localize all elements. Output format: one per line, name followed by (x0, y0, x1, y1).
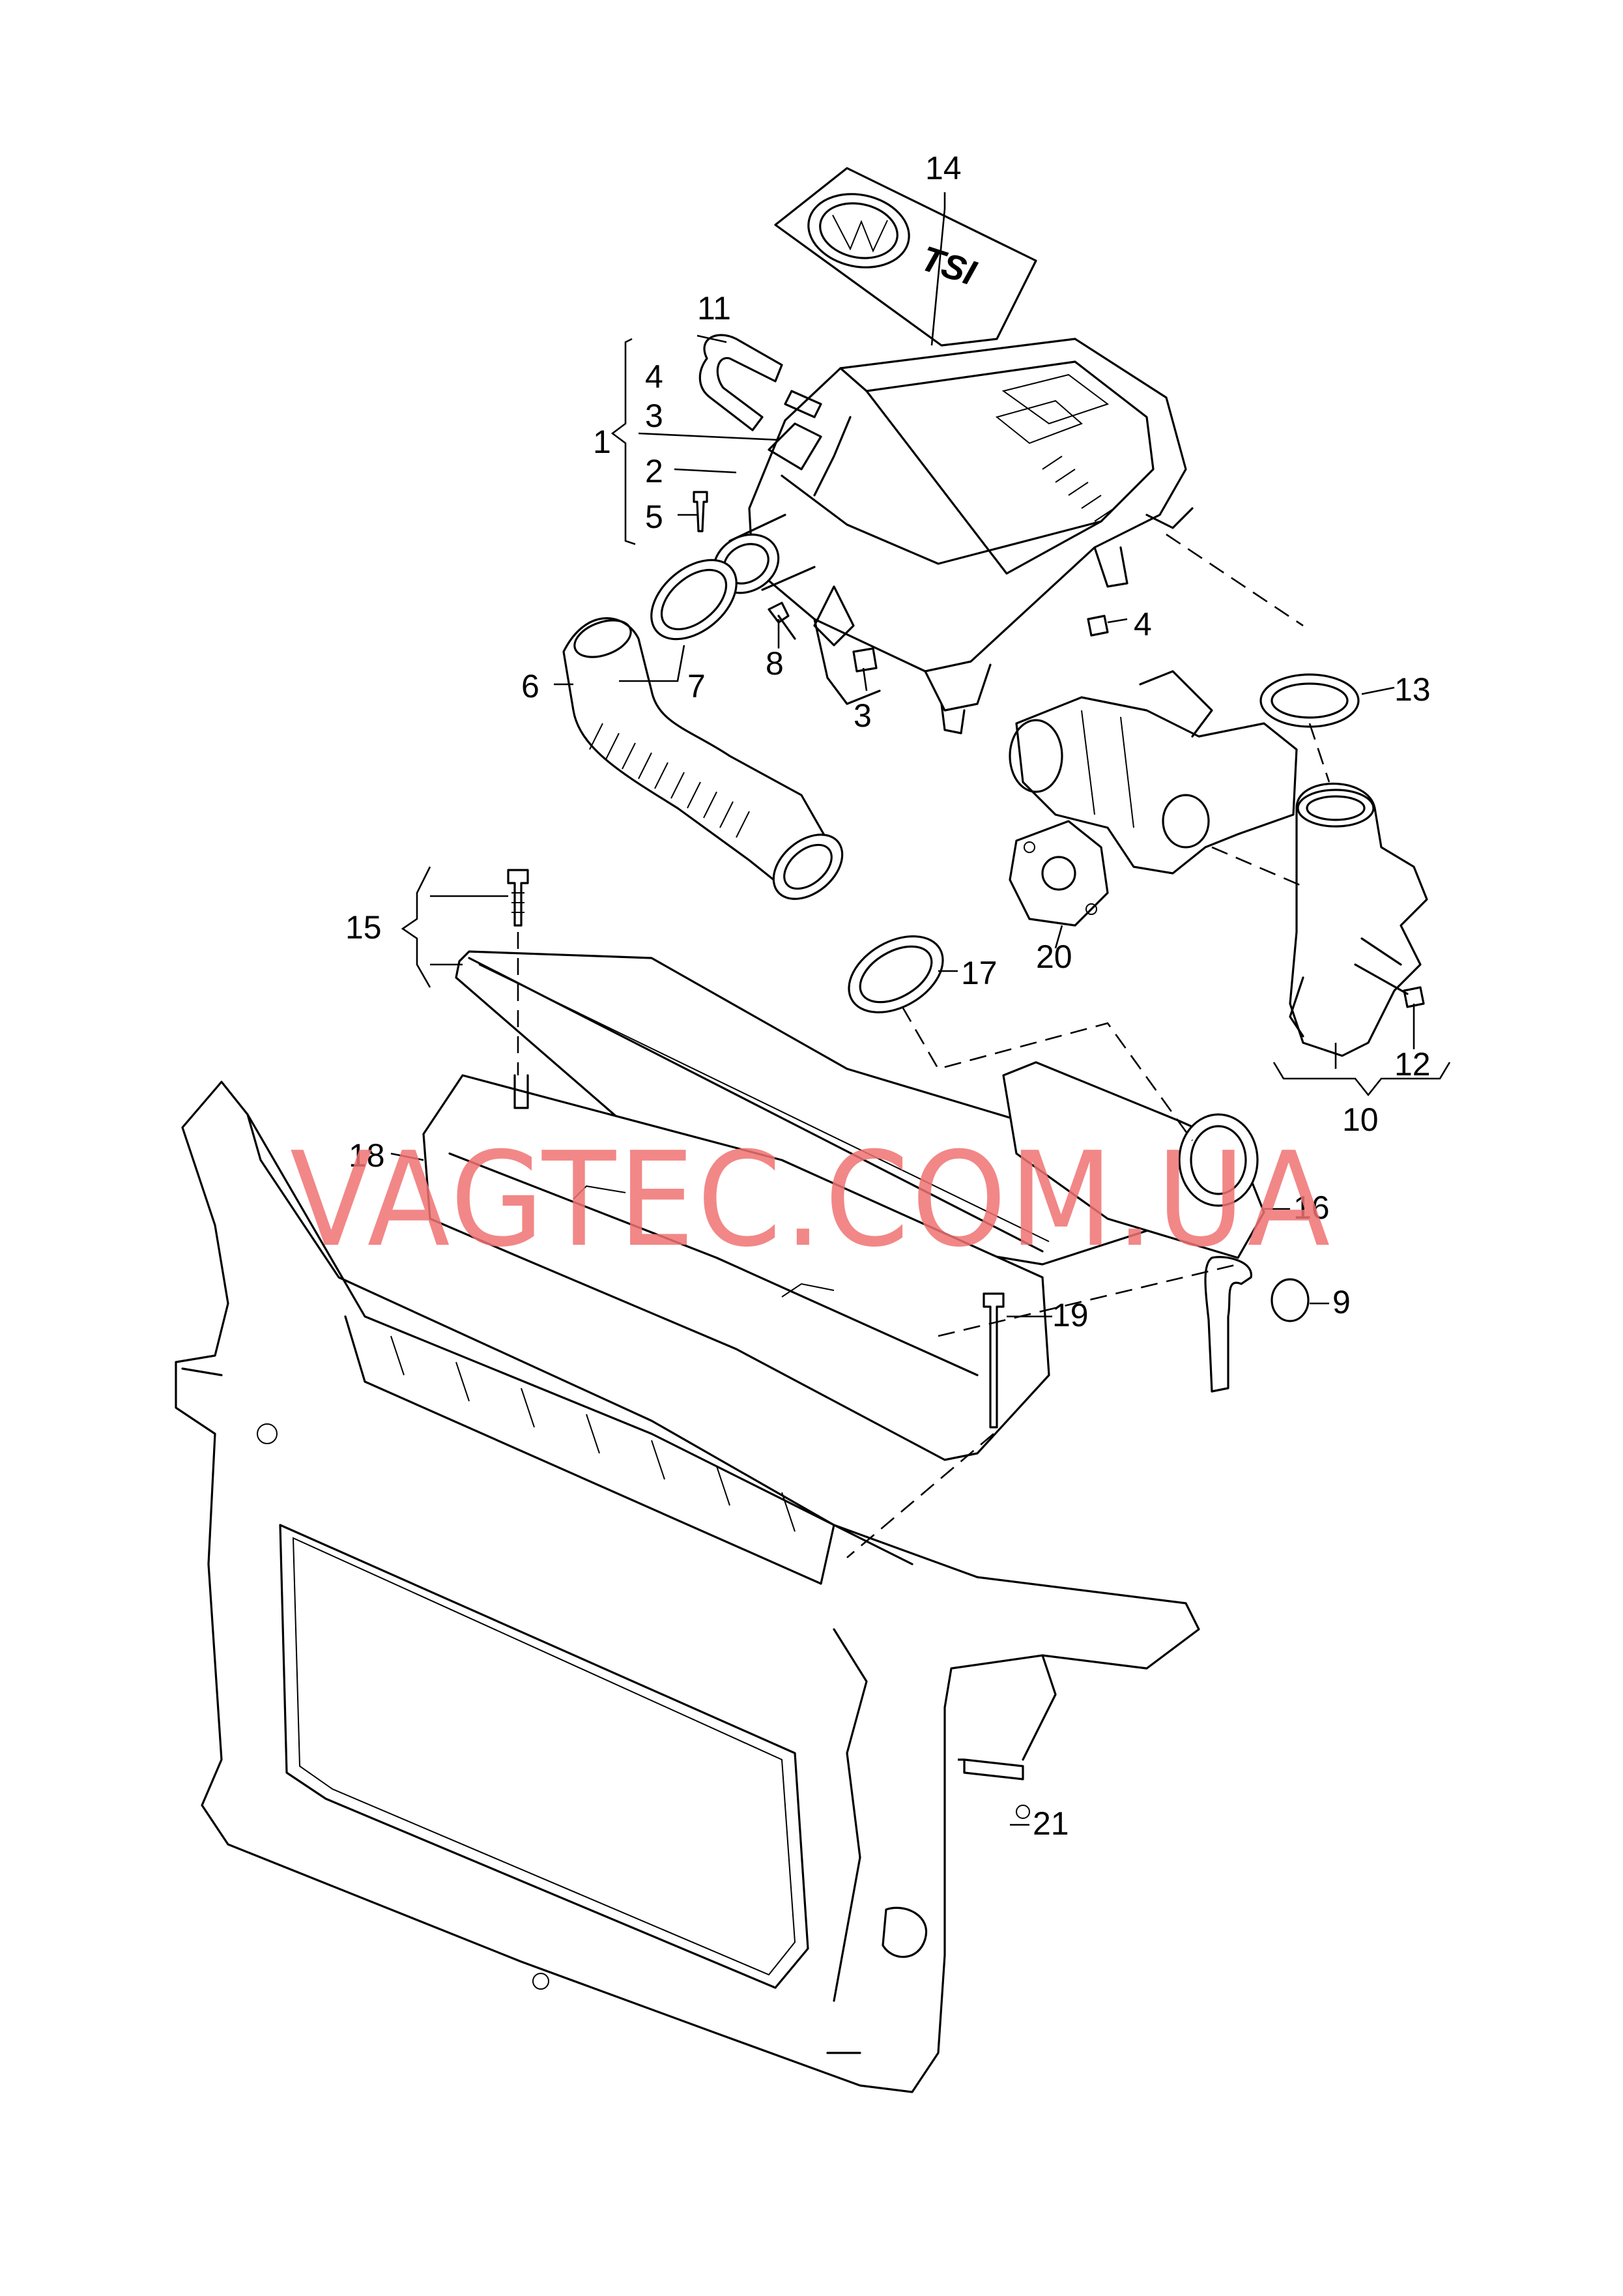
callout-12: 12 (1394, 1046, 1431, 1083)
fasteners-housing (693, 491, 1109, 673)
duct-bolt (983, 1292, 1005, 1429)
callout-4b: 4 (1134, 606, 1152, 643)
callout-3b: 3 (854, 697, 872, 734)
group-bracket-15 (401, 866, 508, 988)
callout-7: 7 (687, 668, 706, 705)
pipe-bolt (1354, 963, 1425, 1008)
small-vent-hose (698, 334, 822, 431)
flange-gasket (1009, 820, 1109, 927)
front-carrier-panel (175, 1081, 1200, 2093)
callout-6: 6 (521, 668, 539, 705)
callout-1: 1 (593, 424, 611, 460)
callout-16: 16 (1293, 1189, 1330, 1226)
callout-19: 19 (1052, 1297, 1089, 1333)
callout-labels: 1 2 3 4 5 6 7 8 3 4 9 10 11 12 13 14 15 … (345, 150, 1431, 1842)
callout-21: 21 (1033, 1805, 1069, 1842)
callout-18: 18 (349, 1137, 385, 1174)
air-intake-snorkel (1002, 1061, 1265, 1259)
drain-hose (1204, 1256, 1310, 1393)
connection-lines (517, 533, 1330, 1558)
leader-lines (390, 192, 1415, 1826)
hose-clamp-resonator (1259, 673, 1360, 728)
intake-hose (562, 617, 844, 900)
callout-14: 14 (925, 150, 962, 186)
callout-2: 2 (645, 453, 663, 489)
hose-clamp-lower (848, 935, 944, 1013)
guide-bolt (507, 869, 529, 927)
callout-9: 9 (1332, 1284, 1351, 1320)
engine-cover-plate: TSI (774, 167, 1037, 347)
callout-17: 17 (961, 955, 998, 991)
callout-5: 5 (645, 499, 663, 535)
callout-4: 4 (645, 358, 663, 395)
callout-20: 20 (1036, 938, 1072, 975)
callout-13: 13 (1394, 671, 1431, 708)
throttle-body (1009, 670, 1298, 875)
group-bracket-1 (610, 338, 636, 545)
group-bracket-10 (1272, 1062, 1451, 1097)
hose-clamp-upper (650, 559, 738, 641)
watermark-text: VAGTEC.COM.UA (290, 1124, 1332, 1276)
callout-3: 3 (645, 398, 663, 434)
intake-pipe-assembly (1289, 783, 1428, 1057)
callout-8: 8 (766, 645, 784, 682)
callout-10: 10 (1342, 1101, 1379, 1138)
callout-15: 15 (345, 909, 382, 946)
air-duct-lower (422, 1074, 1050, 1461)
callout-11: 11 (697, 290, 731, 327)
